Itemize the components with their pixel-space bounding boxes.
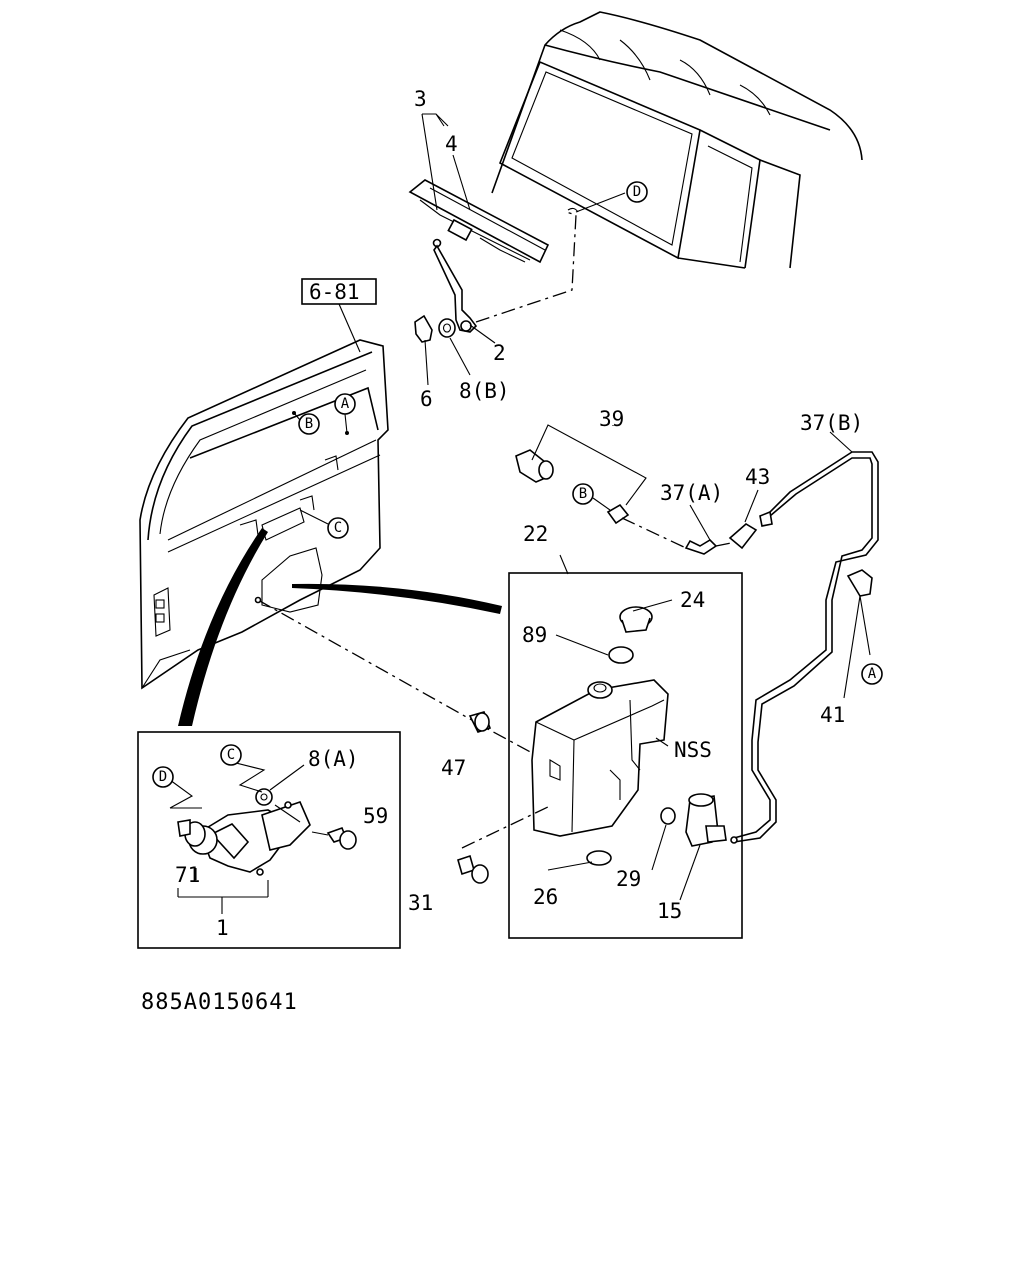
wiper-motor	[177, 801, 311, 876]
callout-37b: 37(B)	[800, 411, 863, 435]
grommet-part-47	[468, 711, 492, 733]
screw-part-59	[326, 826, 357, 850]
callout-8b: 8(B)	[459, 379, 510, 403]
svg-text:D: D	[159, 769, 167, 785]
callout-26: 26	[533, 885, 558, 909]
grommet-part-26	[586, 850, 612, 866]
joint-part-43	[728, 523, 758, 550]
cap-part-24	[619, 606, 653, 633]
tank-inset-box	[508, 572, 743, 939]
washer-tank	[531, 679, 669, 837]
seal-part-89	[608, 646, 634, 664]
grommet-part-29	[660, 807, 676, 825]
callout-37a: 37(A)	[660, 481, 723, 505]
hose-part-37a	[684, 538, 718, 555]
motor-inset-box	[137, 731, 401, 949]
marker-b-nozzle: B	[572, 483, 611, 511]
callout-15: 15	[657, 899, 682, 923]
marker-a-door: A	[334, 393, 356, 434]
nut-part-8b	[438, 318, 456, 338]
marker-d-motor: D	[152, 766, 174, 788]
callout-22: 22	[523, 522, 548, 546]
ref-box-label: 6-81	[309, 280, 360, 304]
marker-c-door: C	[299, 509, 349, 539]
nozzle-part-39	[515, 449, 630, 525]
washer-pump	[685, 793, 727, 847]
callout-4: 4	[445, 132, 458, 156]
callout-47: 47	[441, 756, 466, 780]
svg-text:D: D	[633, 184, 641, 200]
screw-part-31	[457, 854, 489, 884]
cap-part-6	[414, 314, 433, 343]
callout-1: 1	[216, 916, 229, 940]
callout-89: 89	[522, 623, 547, 647]
marker-b-door: B	[293, 412, 320, 435]
rear-gate-door	[139, 339, 389, 690]
svg-text:B: B	[579, 486, 587, 502]
marker-c-motor: C	[220, 744, 242, 766]
callout-8a: 8(A)	[308, 747, 359, 771]
marker-a-clip: A	[861, 663, 883, 685]
wiper-arm	[432, 238, 478, 333]
link-curve-right	[292, 583, 502, 614]
callout-41: 41	[820, 703, 845, 727]
callout-71: 71	[175, 863, 200, 887]
svg-text:A: A	[868, 666, 877, 682]
callout-2: 2	[493, 341, 506, 365]
svg-text:B: B	[305, 416, 313, 432]
callout-6: 6	[420, 387, 433, 411]
callout-29: 29	[616, 867, 641, 891]
svg-text:C: C	[334, 520, 342, 536]
callout-39: 39	[599, 407, 624, 431]
clip-part-41	[846, 569, 873, 597]
callout-43: 43	[745, 465, 770, 489]
nut-part-8a	[255, 788, 273, 806]
figure-code: 885A0150641	[141, 990, 298, 1015]
callout-nss: NSS	[674, 738, 712, 762]
hose-part-37b	[733, 451, 879, 839]
callout-31: 31	[408, 891, 433, 915]
rear-window-body	[491, 11, 863, 269]
svg-text:A: A	[341, 396, 350, 412]
callout-24: 24	[680, 588, 705, 612]
wiper-blade	[408, 179, 550, 264]
marker-d-window: D	[575, 181, 648, 213]
callout-59: 59	[363, 804, 388, 828]
link-curve-left	[178, 528, 268, 726]
callout-3: 3	[414, 87, 427, 111]
svg-text:C: C	[227, 747, 235, 763]
